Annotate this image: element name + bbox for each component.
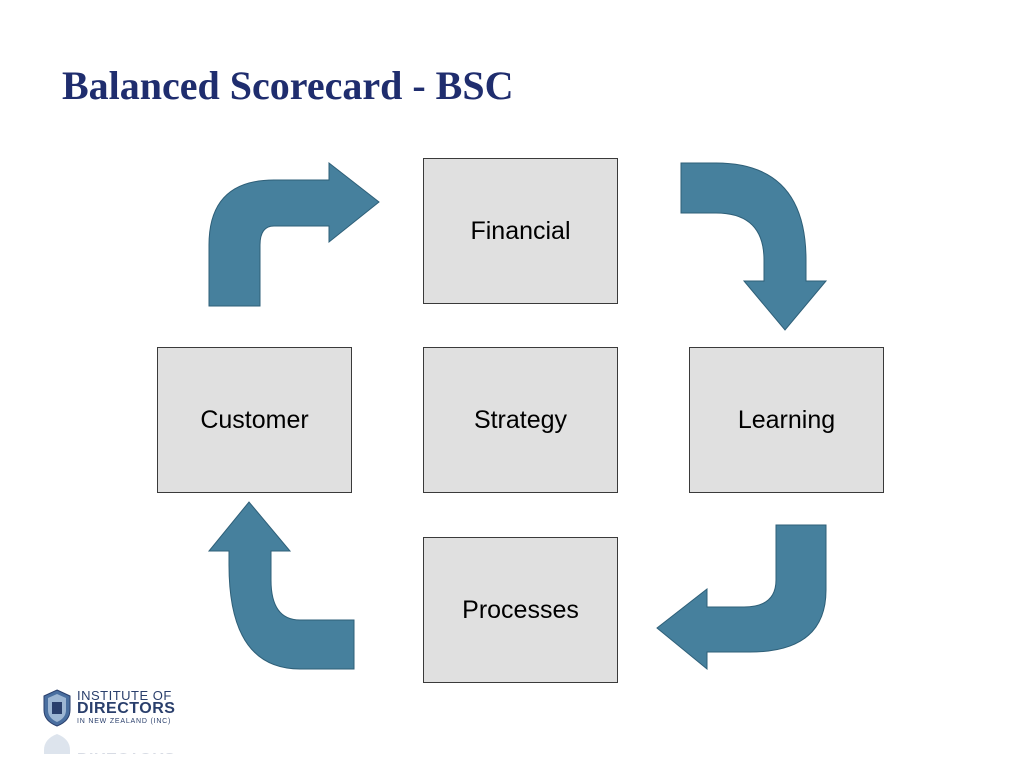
financial-box: Financial — [423, 158, 618, 304]
customer-box: Customer — [157, 347, 352, 493]
institute-of-directors-logo: INSTITUTE OF DIRECTORS IN NEW ZEALAND (I… — [40, 686, 200, 758]
logo-reflection: DIRECTORS — [40, 730, 200, 754]
logo-line-1: INSTITUTE OF — [77, 688, 172, 703]
processes-box: Processes — [423, 537, 618, 683]
processes-label: Processes — [462, 595, 579, 624]
crest-icon — [43, 689, 71, 727]
financial-label: Financial — [470, 217, 571, 245]
learning-box: Learning — [689, 347, 884, 493]
arrow-financial-to-learning — [680, 162, 828, 331]
customer-label: Customer — [200, 405, 309, 434]
learning-label: Learning — [737, 405, 836, 434]
arrow-processes-to-customer — [207, 501, 355, 670]
arrow-customer-to-financial — [208, 161, 380, 307]
logo-line-2: DIRECTORS — [77, 700, 176, 717]
logo-line-3: IN NEW ZEALAND (INC) — [77, 718, 172, 725]
arrow-learning-to-processes — [656, 524, 827, 671]
slide-title: Balanced Scorecard - BSC — [62, 63, 514, 108]
strategy-label: Strategy — [473, 405, 568, 434]
strategy-box: Strategy — [423, 347, 618, 493]
